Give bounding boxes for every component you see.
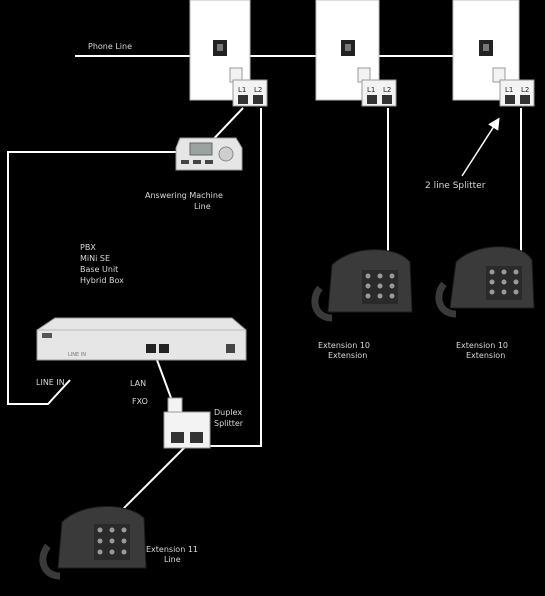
phone-ext-2-label-1: Extension 10 xyxy=(456,341,508,350)
pbx-label-2: MiNi SE xyxy=(80,254,110,263)
phone-bottom-label-1: Extension 11 xyxy=(146,545,198,554)
splitter-callout-label: 2 line Splitter xyxy=(425,181,486,191)
phone-ext-1-label-2: Extension xyxy=(328,351,367,360)
two-line-splitter-2: L1 L2 xyxy=(357,67,397,107)
duplex-label-1: Duplex xyxy=(214,408,242,417)
telephone-ext-1 xyxy=(311,249,413,322)
two-line-splitter-1: L1 L2 xyxy=(229,67,268,107)
duplex-splitter xyxy=(163,397,211,449)
telephone-bottom xyxy=(39,506,147,580)
splitter-l2-label: L2 xyxy=(521,86,529,94)
line-in-label: LINE IN xyxy=(36,378,65,387)
speaker-icon xyxy=(218,146,234,162)
fxo-label: FXO xyxy=(132,397,148,406)
rj11-port-icon xyxy=(159,344,169,353)
pbx-base-unit: LINE IN xyxy=(36,317,247,361)
lan-label: LAN xyxy=(130,379,146,388)
phone-line-label: Phone Line xyxy=(88,42,132,51)
pbx-label-3: Base Unit xyxy=(80,265,118,274)
pbx-line-wire xyxy=(7,151,185,405)
wiring xyxy=(7,55,522,513)
line2-to-duplex-wire xyxy=(210,108,262,447)
phone-bottom-label-2: Line xyxy=(164,555,181,564)
rj11-port-icon xyxy=(146,344,156,353)
phone-ext-2-label-2: Extension xyxy=(466,351,505,360)
duplex-to-phone-wire xyxy=(119,445,187,513)
pbx-port-label: LINE IN xyxy=(68,352,86,358)
pbx-label-4: Hybrid Box xyxy=(80,276,124,285)
telephone-ext-2 xyxy=(435,246,535,318)
splitter-l1-label: L1 xyxy=(505,86,513,94)
splitter-l2-label: L2 xyxy=(254,86,262,94)
answering-machine-display xyxy=(189,142,213,156)
two-line-splitter-3: L1 L2 xyxy=(492,67,535,107)
splitter-l2-label: L2 xyxy=(383,86,391,94)
splitter-l1-label: L1 xyxy=(367,86,375,94)
answering-machine-label-2: Line xyxy=(194,202,211,211)
splitter-l1-label: L1 xyxy=(238,86,246,94)
pbx-label-1: PBX xyxy=(80,243,96,252)
duplex-label-2: Splitter xyxy=(214,419,244,428)
splitter-callout-arrow xyxy=(461,117,500,177)
phone-ext-1-label-1: Extension 10 xyxy=(318,341,370,350)
answering-machine-label-1: Answering Machine xyxy=(145,191,223,200)
answering-machine xyxy=(175,137,243,171)
